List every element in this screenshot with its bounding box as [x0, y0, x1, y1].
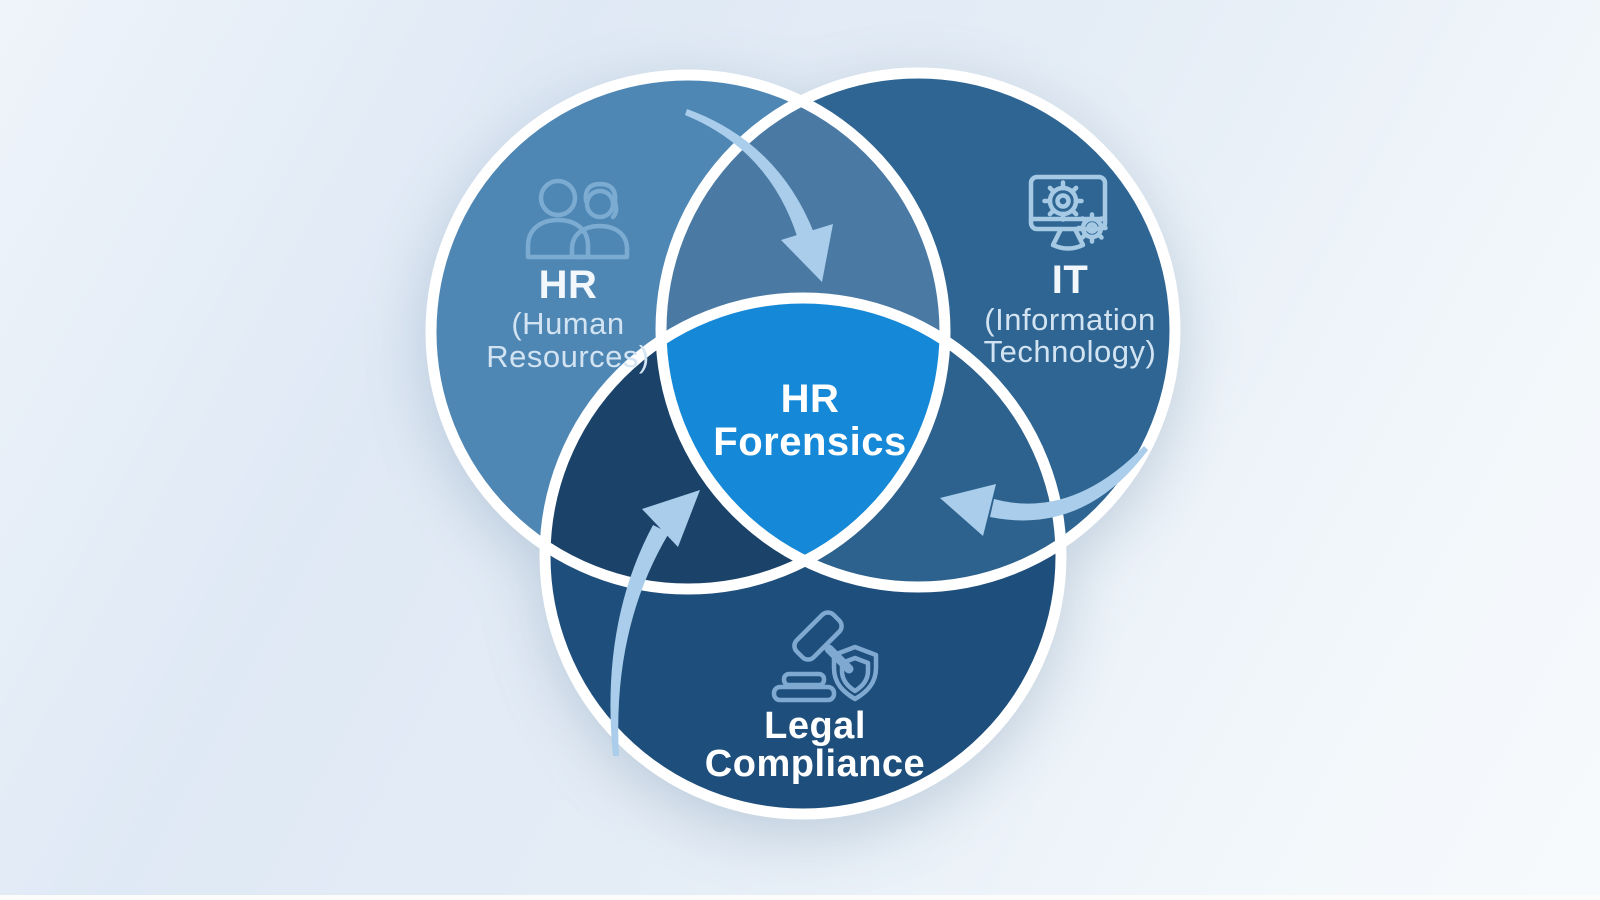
monitor-gears-icon	[1028, 174, 1108, 251]
arrow-right-head	[940, 484, 996, 536]
arrow-right-into-center	[940, 446, 1148, 536]
hr-subtitle-line2: Resources)	[486, 339, 650, 374]
it-subtitle-line2: Technology)	[984, 334, 1157, 369]
gavel-shield-icon	[771, 610, 879, 703]
legal-circle-rim	[539, 292, 1067, 820]
arrow-top-into-center	[685, 109, 833, 282]
it-subtitle-line1: (Information	[984, 302, 1155, 337]
bottom-white-strip	[0, 895, 1600, 900]
hr-subtitle-line1: (Human	[511, 306, 624, 341]
it-title: IT	[1052, 258, 1089, 302]
arrow-top-shaft	[685, 109, 814, 239]
hr-circle-rim	[425, 69, 951, 595]
center-title-line1: HR	[781, 377, 840, 421]
people-icon	[525, 178, 630, 260]
arrow-right-shaft	[990, 446, 1148, 521]
hr-title: HR	[539, 263, 598, 307]
it-circle-rim	[655, 67, 1181, 593]
center-title-line2: Forensics	[713, 420, 906, 464]
arrow-bottomleft-head	[642, 490, 700, 547]
legal-title-line1: Legal	[764, 705, 866, 747]
legal-title-line2: Compliance	[705, 743, 925, 785]
arrow-bottomleft-shaft	[610, 525, 669, 756]
arrow-bottomleft-into-center	[610, 490, 700, 756]
arrow-top-head	[781, 224, 833, 282]
